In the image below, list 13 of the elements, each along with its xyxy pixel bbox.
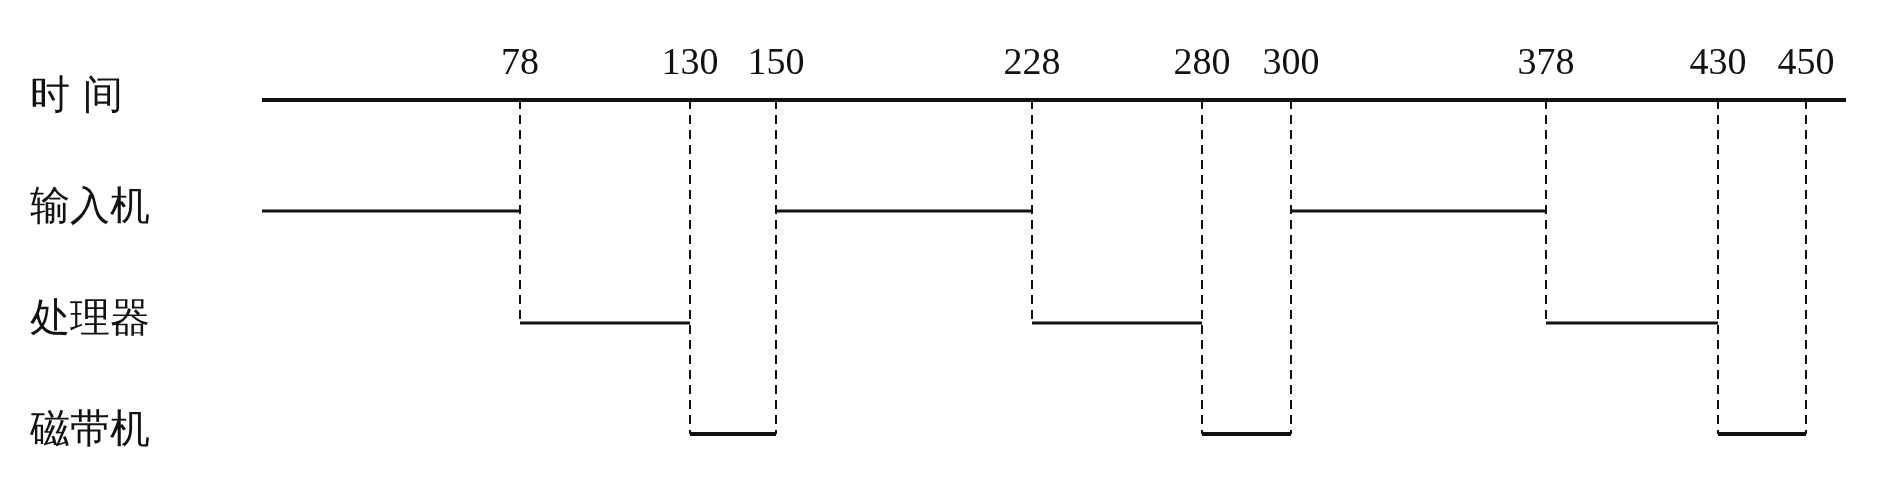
row-label: 处理器	[30, 297, 150, 337]
time-tick-label: 430	[1689, 42, 1747, 80]
row-label: 时 间	[30, 74, 123, 114]
time-tick-label: 150	[747, 42, 805, 80]
time-tick-label: 450	[1777, 42, 1835, 80]
time-tick-label: 280	[1173, 42, 1231, 80]
time-tick-label: 300	[1262, 42, 1320, 80]
time-tick-label: 378	[1517, 42, 1575, 80]
row-label: 输入机	[30, 185, 150, 225]
time-tick-label: 228	[1003, 42, 1061, 80]
time-tick-label: 78	[501, 42, 539, 80]
time-tick-label: 130	[661, 42, 719, 80]
row-label: 磁带机	[30, 408, 150, 448]
